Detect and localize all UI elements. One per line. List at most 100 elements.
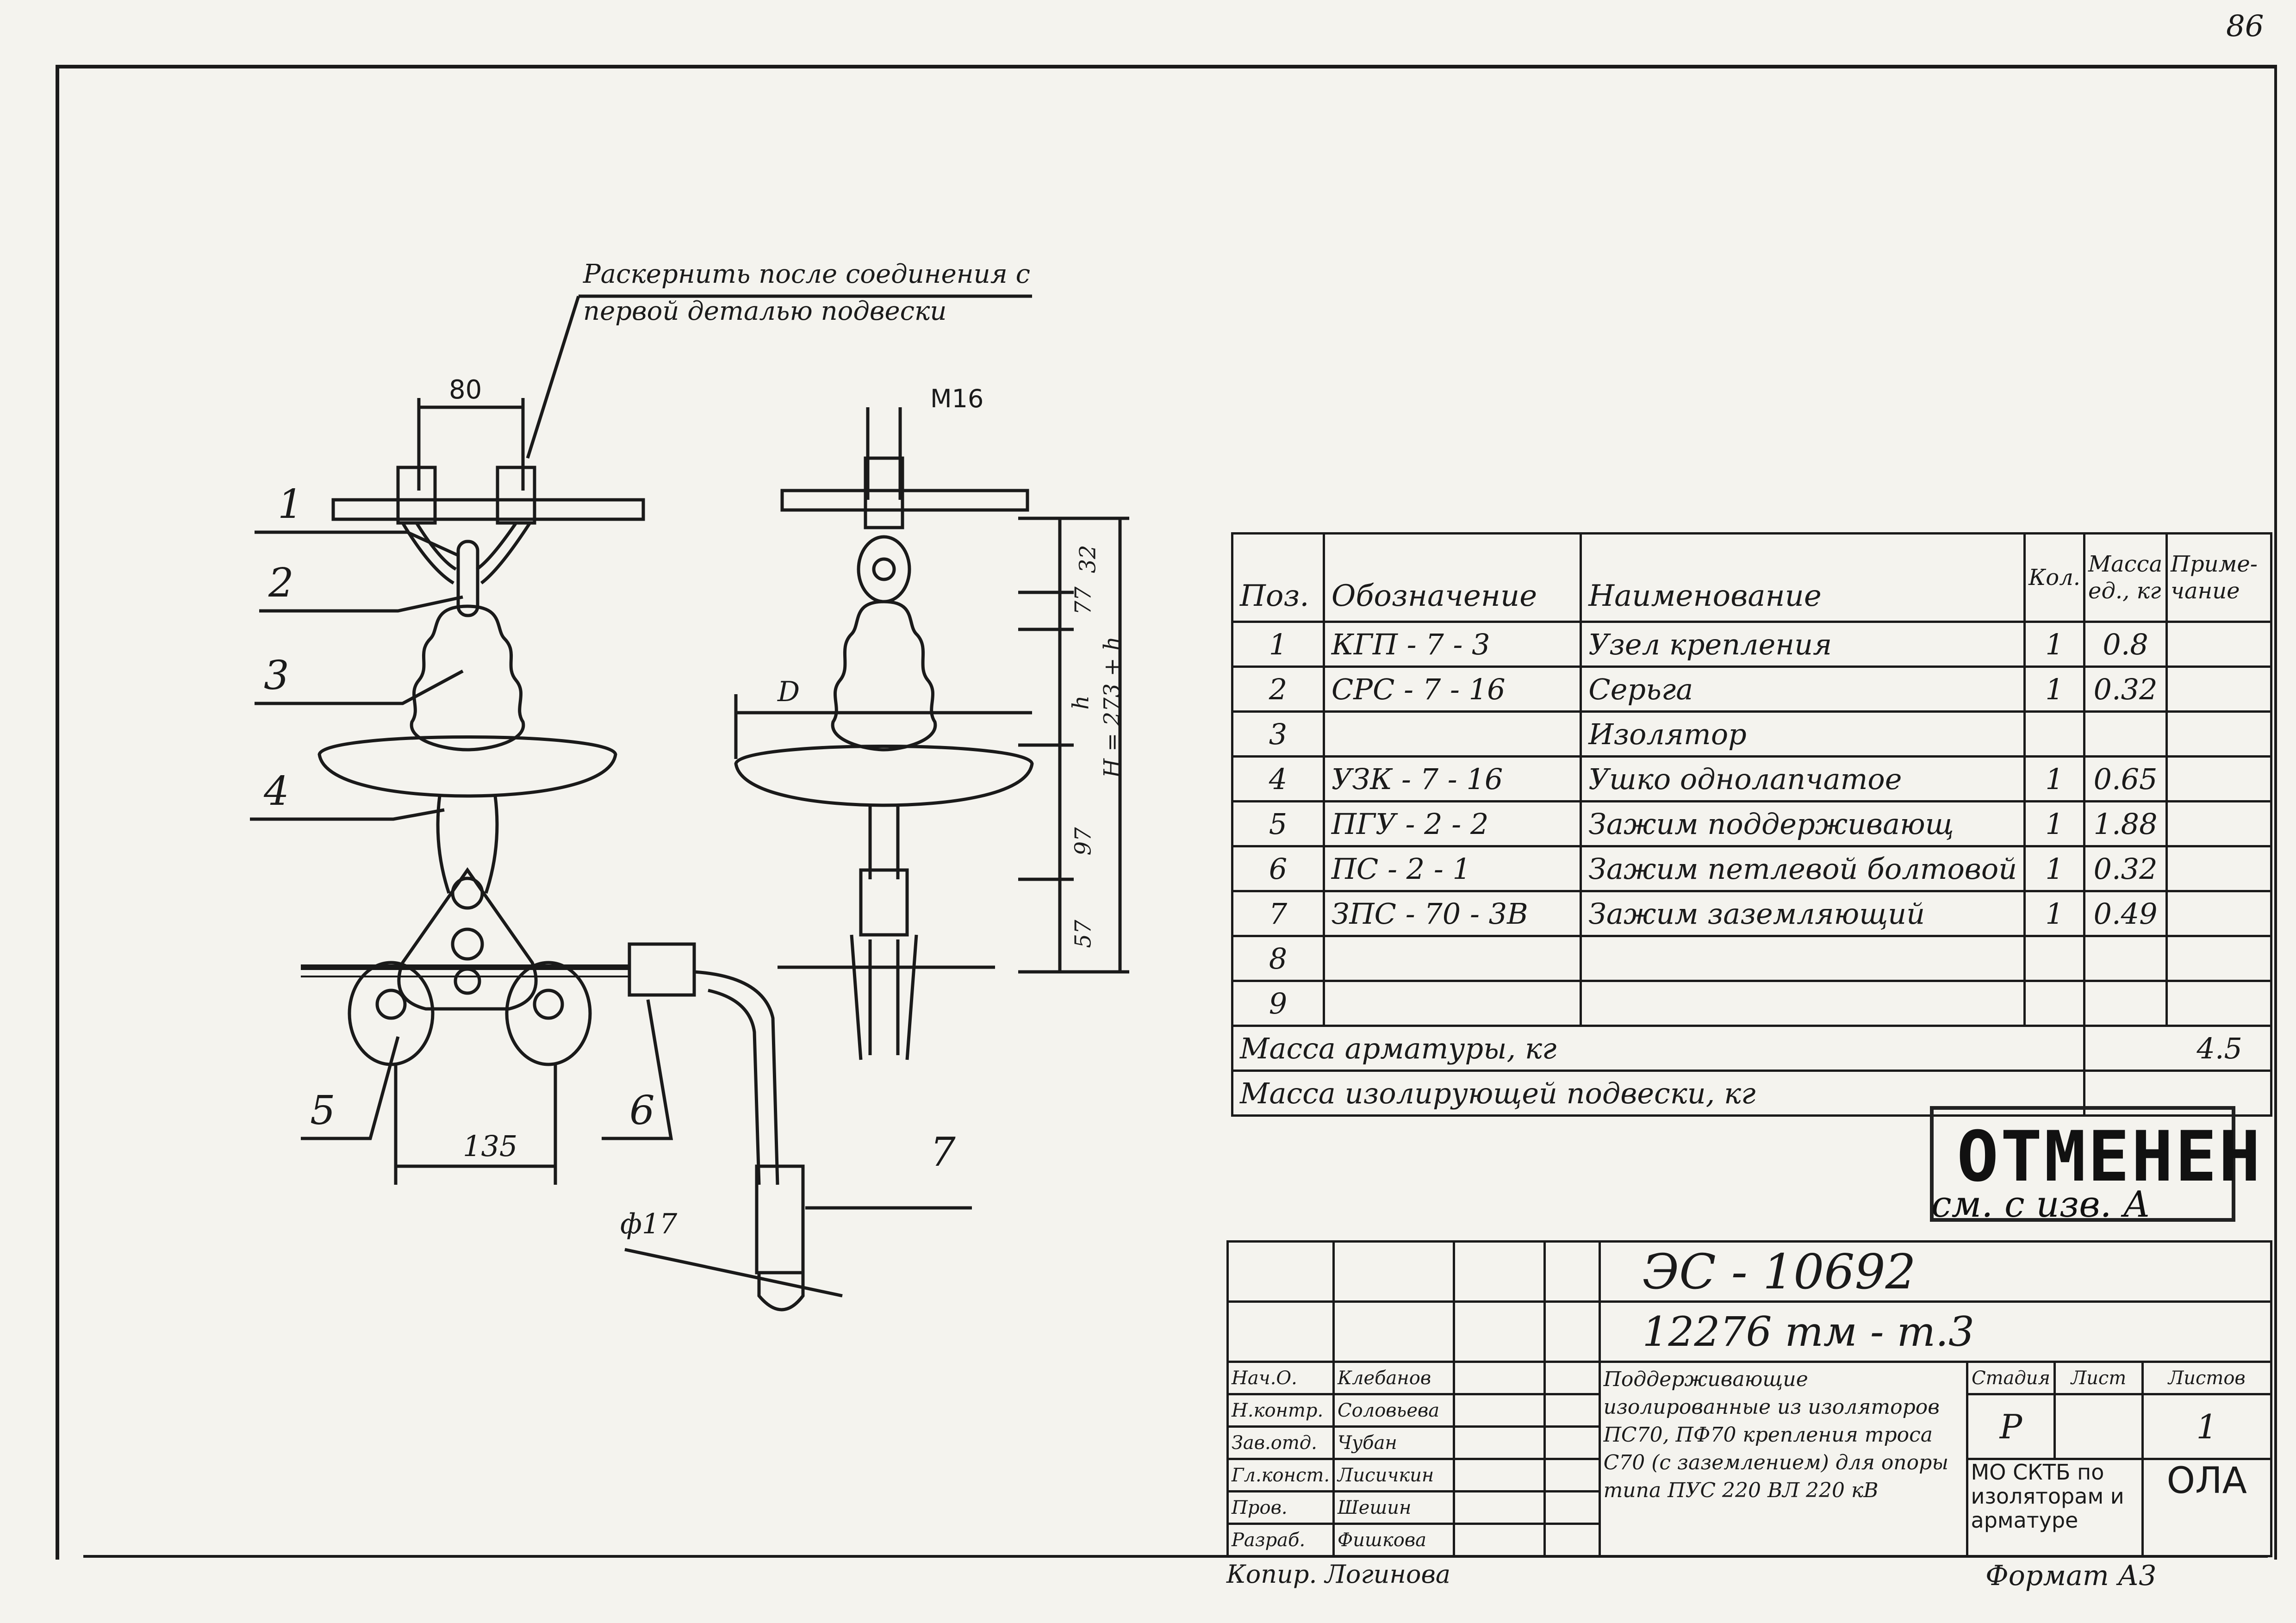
dimension-m16-label: M16 <box>930 384 984 413</box>
clamp-bolt-mid <box>451 927 484 961</box>
organization: МО СКТБ по изоляторам и арматуре <box>1966 1458 2144 1557</box>
row-note <box>2165 845 2272 892</box>
insulator-disc-right <box>734 745 1034 807</box>
dimension-H-label: H = 273 + h <box>1099 636 1125 778</box>
callout-leader-4 <box>250 808 445 821</box>
roller-left-axle <box>375 989 407 1020</box>
loop-clamp <box>628 942 696 997</box>
callout-leader-6 <box>602 999 673 1140</box>
row-note <box>2165 800 2272 847</box>
bolt-axis-right <box>866 407 902 500</box>
role-name: Клебанов <box>1332 1361 1455 1395</box>
row-name <box>1580 980 2026 1027</box>
row-mass: 1.88 <box>2083 800 2168 847</box>
role-label: Зав.отд. <box>1226 1425 1335 1460</box>
row-designation <box>1322 935 1582 982</box>
callout-3: 3 <box>264 653 289 699</box>
callout-4: 4 <box>264 768 289 815</box>
dimension-80 <box>417 398 525 491</box>
dimension-135-label: 135 <box>463 1129 518 1163</box>
row-pos: 7 <box>1231 890 1325 937</box>
bolt-left-b <box>496 466 536 525</box>
row-mass: 0.8 <box>2083 621 2168 668</box>
frame-bottom-line <box>83 1555 2268 1558</box>
roller-left <box>348 961 435 1066</box>
row-qty: 1 <box>2023 845 2086 892</box>
doc-code: ЭС - 10692 <box>1598 1240 2273 1302</box>
row-qty <box>2023 935 2086 982</box>
dimension-57-label: 57 <box>1070 920 1096 948</box>
drawing-frame <box>56 65 2277 1560</box>
row-note <box>2165 665 2272 713</box>
dimension-vertical <box>1018 516 1129 974</box>
ground-eye <box>757 1273 805 1312</box>
bolt-right <box>864 456 904 529</box>
dimension-32-label: 32 <box>1075 545 1101 573</box>
spec-header-row: Поз. Обозначение Наименование Кол. Масса… <box>1231 532 2272 623</box>
row-pos: 2 <box>1231 665 1325 713</box>
header-qty: Кол. <box>2023 532 2086 623</box>
mass-fittings-value: 4.5 <box>2083 1025 2272 1072</box>
callout-leader-2 <box>259 595 463 613</box>
row-qty: 1 <box>2023 800 2086 847</box>
row-qty: 1 <box>2023 755 2086 802</box>
row-designation: ЗПС - 70 - 3В <box>1322 890 1582 937</box>
copied-by: Копир. Логинова <box>1226 1560 1451 1589</box>
header-designation: Обозначение <box>1322 532 1582 623</box>
shackle-right-pin <box>872 557 896 581</box>
row-name: Зажим поддерживающ <box>1580 800 2026 847</box>
title-block: ЭС - 10692 12276 тм - т.3 Нач.О. Клебано… <box>1226 1240 2273 1557</box>
roller-right <box>505 961 592 1066</box>
mount-bracket <box>401 522 531 585</box>
callout-5: 5 <box>310 1088 336 1134</box>
dimension-phi17 <box>624 1248 843 1298</box>
row-pos: 9 <box>1231 980 1325 1027</box>
row-mass <box>2083 980 2168 1027</box>
row-designation <box>1322 980 1582 1027</box>
table-row: 2 СРС - 7 - 16 Серьга 1 0.32 <box>1231 665 2272 713</box>
bolt-left-a <box>396 466 437 525</box>
clamp-body-right <box>859 868 909 937</box>
ground-terminal <box>755 1164 805 1275</box>
sheet-label: Лист <box>2053 1361 2144 1395</box>
row-designation: КГП - 7 - 3 <box>1322 621 1582 668</box>
dimension-77-label: 77 <box>1070 586 1096 615</box>
page-number: 86 <box>2226 9 2264 44</box>
dimension-97-label: 97 <box>1070 827 1096 856</box>
eye-right <box>868 805 900 879</box>
row-qty: 1 <box>2023 665 2086 713</box>
table-row: 6 ПС - 2 - 1 Зажим петлевой болтовой 1 0… <box>1231 845 2272 892</box>
role-name: Чубан <box>1332 1425 1455 1460</box>
table-row: 8 <box>1231 935 2272 982</box>
header-pos: Поз. <box>1231 532 1325 623</box>
row-mass <box>2083 710 2168 758</box>
table-row: 1 КГП - 7 - 3 Узел крепления 1 0.8 <box>1231 621 2272 668</box>
traverse-plate-right <box>780 489 1029 512</box>
note-line-2: первой деталью подвески <box>583 296 947 326</box>
header-name: Наименование <box>1580 532 2026 623</box>
stage-label: Стадия <box>1966 1361 2056 1395</box>
table-row: 5 ПГУ - 2 - 2 Зажим поддерживающ 1 1.88 <box>1231 800 2272 847</box>
traverse-plate-left <box>331 498 645 521</box>
row-mass: 0.32 <box>2083 845 2168 892</box>
callout-leader-5 <box>301 1036 400 1140</box>
drawing-description: Поддерживающие изолированные из изолятор… <box>1598 1361 1968 1557</box>
row-note <box>2165 890 2272 937</box>
callout-1: 1 <box>278 481 303 528</box>
clamp-bolt-top <box>451 877 484 910</box>
clamp-bolt-low <box>454 967 481 995</box>
row-designation: ПС - 2 - 1 <box>1322 845 1582 892</box>
callout-7: 7 <box>930 1129 956 1175</box>
organization-logo: ОЛА <box>2141 1458 2273 1557</box>
mass-fittings-label: Масса арматуры, кг <box>1231 1025 2086 1072</box>
roller-right-axle <box>533 989 564 1020</box>
row-note <box>2165 935 2272 982</box>
row-name: Изолятор <box>1580 710 2026 758</box>
row-designation <box>1322 710 1582 758</box>
note-leader <box>526 295 580 459</box>
row-pos: 1 <box>1231 621 1325 668</box>
row-mass: 0.65 <box>2083 755 2168 802</box>
row-pos: 5 <box>1231 800 1325 847</box>
role-name: Лисичкин <box>1332 1458 1455 1492</box>
clamp-plates-right <box>850 934 918 1060</box>
